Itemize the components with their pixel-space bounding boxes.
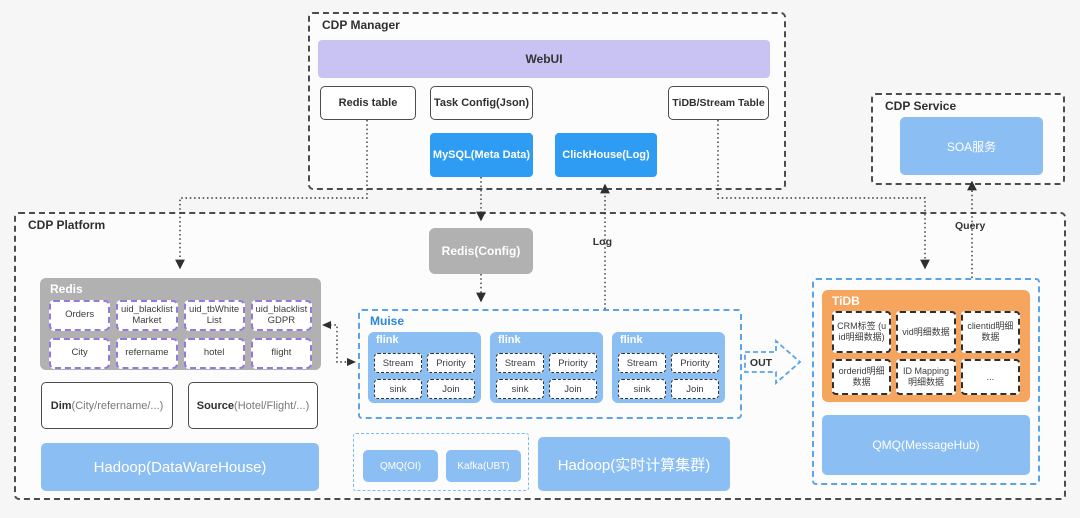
flink-cell: Priority (427, 353, 475, 373)
redis-item: uid_blacklistMarket (116, 300, 178, 331)
source-node: Source(Hotel/Flight/...) (188, 382, 318, 429)
flink-cell: Stream (374, 353, 422, 373)
source-node-rest: (Hotel/Flight/...) (234, 399, 310, 412)
tidb-service-container (812, 278, 1040, 485)
cdp-service-title: CDP Service (885, 99, 957, 113)
flink-cell: sink (374, 379, 422, 399)
tidb-cell: ID Mapping明细数据 (896, 359, 956, 395)
tidb-cell: CRM标签 (uid明细数据) (832, 311, 892, 353)
flink-cluster-1-grid: Stream Priority sink Join (374, 353, 475, 399)
redis-item: City (49, 338, 111, 369)
tidb-stream-table-node: TiDB/Stream Table (668, 86, 769, 120)
flink-cluster-3-label: flink (620, 334, 643, 346)
flink-cell: Join (549, 379, 597, 399)
redis-panel-label: Redis (50, 282, 83, 296)
flink-cell: sink (496, 379, 544, 399)
tidb-cell: clientid明细数据 (960, 311, 1020, 353)
tidb-cells-grid: CRM标签 (uid明细数据) vid明细数据 clientid明细数据 ord… (832, 311, 1020, 395)
task-config-node: Task Config(Json) (430, 86, 533, 120)
redis-item: Orders (49, 300, 111, 331)
flink-cluster-2: flink Stream Priority sink Join (490, 332, 603, 403)
mq-container (353, 433, 529, 491)
flink-cluster-2-grid: Stream Priority sink Join (496, 353, 597, 399)
muise-title: Muise (370, 314, 405, 328)
redis-item: uid_blacklistGDPR (250, 300, 312, 331)
source-node-bold: Source (196, 399, 235, 412)
clickhouse-log-node: ClickHouse(Log) (555, 133, 657, 177)
flink-cell: sink (618, 379, 666, 399)
flink-cell: Join (671, 379, 719, 399)
redis-item: hotel (183, 338, 245, 369)
tidb-cell: vid明细数据 (896, 311, 956, 353)
cdp-manager-title: CDP Manager (322, 18, 400, 32)
mysql-meta-node: MySQL(Meta Data) (430, 133, 533, 177)
flink-cluster-1-label: flink (376, 334, 399, 346)
qmq-oi-node: QMQ(OI) (363, 450, 438, 482)
flink-cell: Stream (618, 353, 666, 373)
flink-cluster-2-label: flink (498, 334, 521, 346)
flink-cell: Stream (496, 353, 544, 373)
redis-item: refername (116, 338, 178, 369)
tidb-cell: orderid明细数据 (832, 359, 892, 395)
hadoop-realtime-node: Hadoop(实时计算集群) (538, 437, 730, 491)
qmq-messagehub-node: QMQ(MessageHub) (822, 415, 1030, 475)
soa-service-node: SOA服务 (900, 117, 1043, 175)
tidb-panel-label: TiDB (832, 294, 860, 308)
muise-container: Muise (358, 309, 742, 419)
redis-panel: Redis Orders uid_blacklistMarket uid_tbW… (40, 278, 321, 370)
flink-cell: Priority (549, 353, 597, 373)
flink-cluster-3: flink Stream Priority sink Join (612, 332, 725, 403)
redis-config-node: Redis(Config) (429, 228, 533, 274)
flink-cluster-1: flink Stream Priority sink Join (368, 332, 481, 403)
dim-node-bold: Dim (50, 399, 72, 412)
dim-node: Dim(City/refername/...) (41, 382, 173, 429)
flink-cell: Priority (671, 353, 719, 373)
cdp-platform-title: CDP Platform (28, 218, 106, 232)
redis-item: flight (250, 338, 312, 369)
redis-items-grid: Orders uid_blacklistMarket uid_tbWhiteLi… (49, 300, 312, 369)
dim-node-rest: (City/refername/...) (71, 399, 164, 412)
redis-table-node: Redis table (320, 86, 416, 120)
hadoop-dw-node: Hadoop(DataWareHouse) (41, 443, 319, 491)
kafka-ubt-node: Kafka(UBT) (446, 450, 521, 482)
webui-node: WebUI (318, 40, 770, 78)
tidb-panel: TiDB CRM标签 (uid明细数据) vid明细数据 clientid明细数… (822, 290, 1030, 402)
flink-cell: Join (427, 379, 475, 399)
tidb-cell: ... (960, 359, 1020, 395)
redis-item: uid_tbWhiteList (183, 300, 245, 331)
flink-cluster-3-grid: Stream Priority sink Join (618, 353, 719, 399)
